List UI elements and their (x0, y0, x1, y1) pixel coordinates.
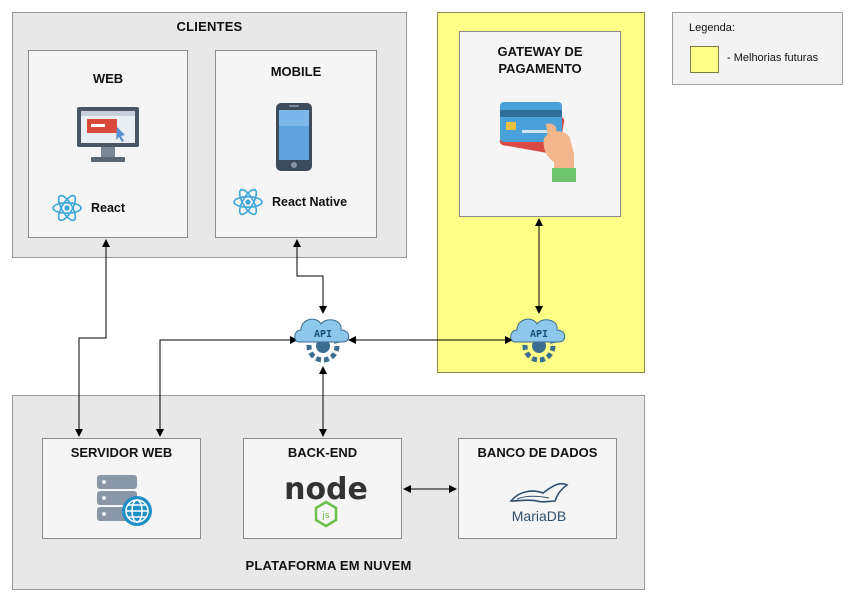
react-logo-icon (52, 194, 82, 222)
gateway-card-title-line2: PAGAMENTO (498, 61, 582, 76)
database-card: BANCO DE DADOS MariaDB (458, 438, 617, 539)
backend-card: BACK-END node js (243, 438, 402, 539)
legend-future-label: - Melhorias futuras (727, 52, 819, 64)
mobile-card-title: MOBILE (270, 64, 322, 79)
mobile-card: MOBILE React Native (215, 50, 377, 238)
desktop-monitor-icon (77, 107, 139, 162)
connector-webserver-api (156, 336, 298, 437)
mariadb-logo-word: MariaDB (512, 508, 566, 524)
web-card-title: WEB (92, 71, 124, 86)
database-card-title: BANCO DE DADOS (477, 445, 598, 460)
gateway-card-title-line1: GATEWAY DE (497, 44, 583, 59)
webserver-card-title: SERVIDOR WEB (70, 445, 173, 460)
backend-card-title: BACK-END (287, 445, 358, 460)
nodejs-logo-icon: node js (284, 472, 368, 528)
api-node-main: API (294, 318, 350, 363)
web-server-icon (97, 475, 152, 526)
web-card: WEB React (28, 50, 188, 238)
react-native-logo-icon (233, 188, 263, 216)
credit-card-hand-icon (499, 102, 576, 182)
api-node-gateway: API (510, 318, 566, 363)
mariadb-logo-icon: MariaDB (509, 482, 569, 524)
api-node-gateway-label: API (530, 329, 548, 340)
connector-mobile-api (293, 239, 327, 314)
web-tech-label: React (91, 201, 126, 215)
cloud-platform-group-title: PLATAFORMA EM NUVEM (245, 558, 412, 573)
clients-group-title: CLIENTES (176, 19, 243, 34)
mobile-tech-label: React Native (272, 195, 348, 209)
connector-web-webserver (75, 239, 110, 437)
legend: Legenda: - Melhorias futuras (672, 12, 843, 85)
api-node-main-label: API (314, 329, 332, 340)
gateway-card: GATEWAY DE PAGAMENTO (459, 31, 621, 217)
webserver-card: SERVIDOR WEB (42, 438, 201, 539)
smartphone-icon (276, 103, 312, 171)
nodejs-logo-js: js (321, 511, 330, 521)
legend-title: Legenda: (689, 22, 735, 34)
legend-future-swatch (690, 46, 719, 73)
